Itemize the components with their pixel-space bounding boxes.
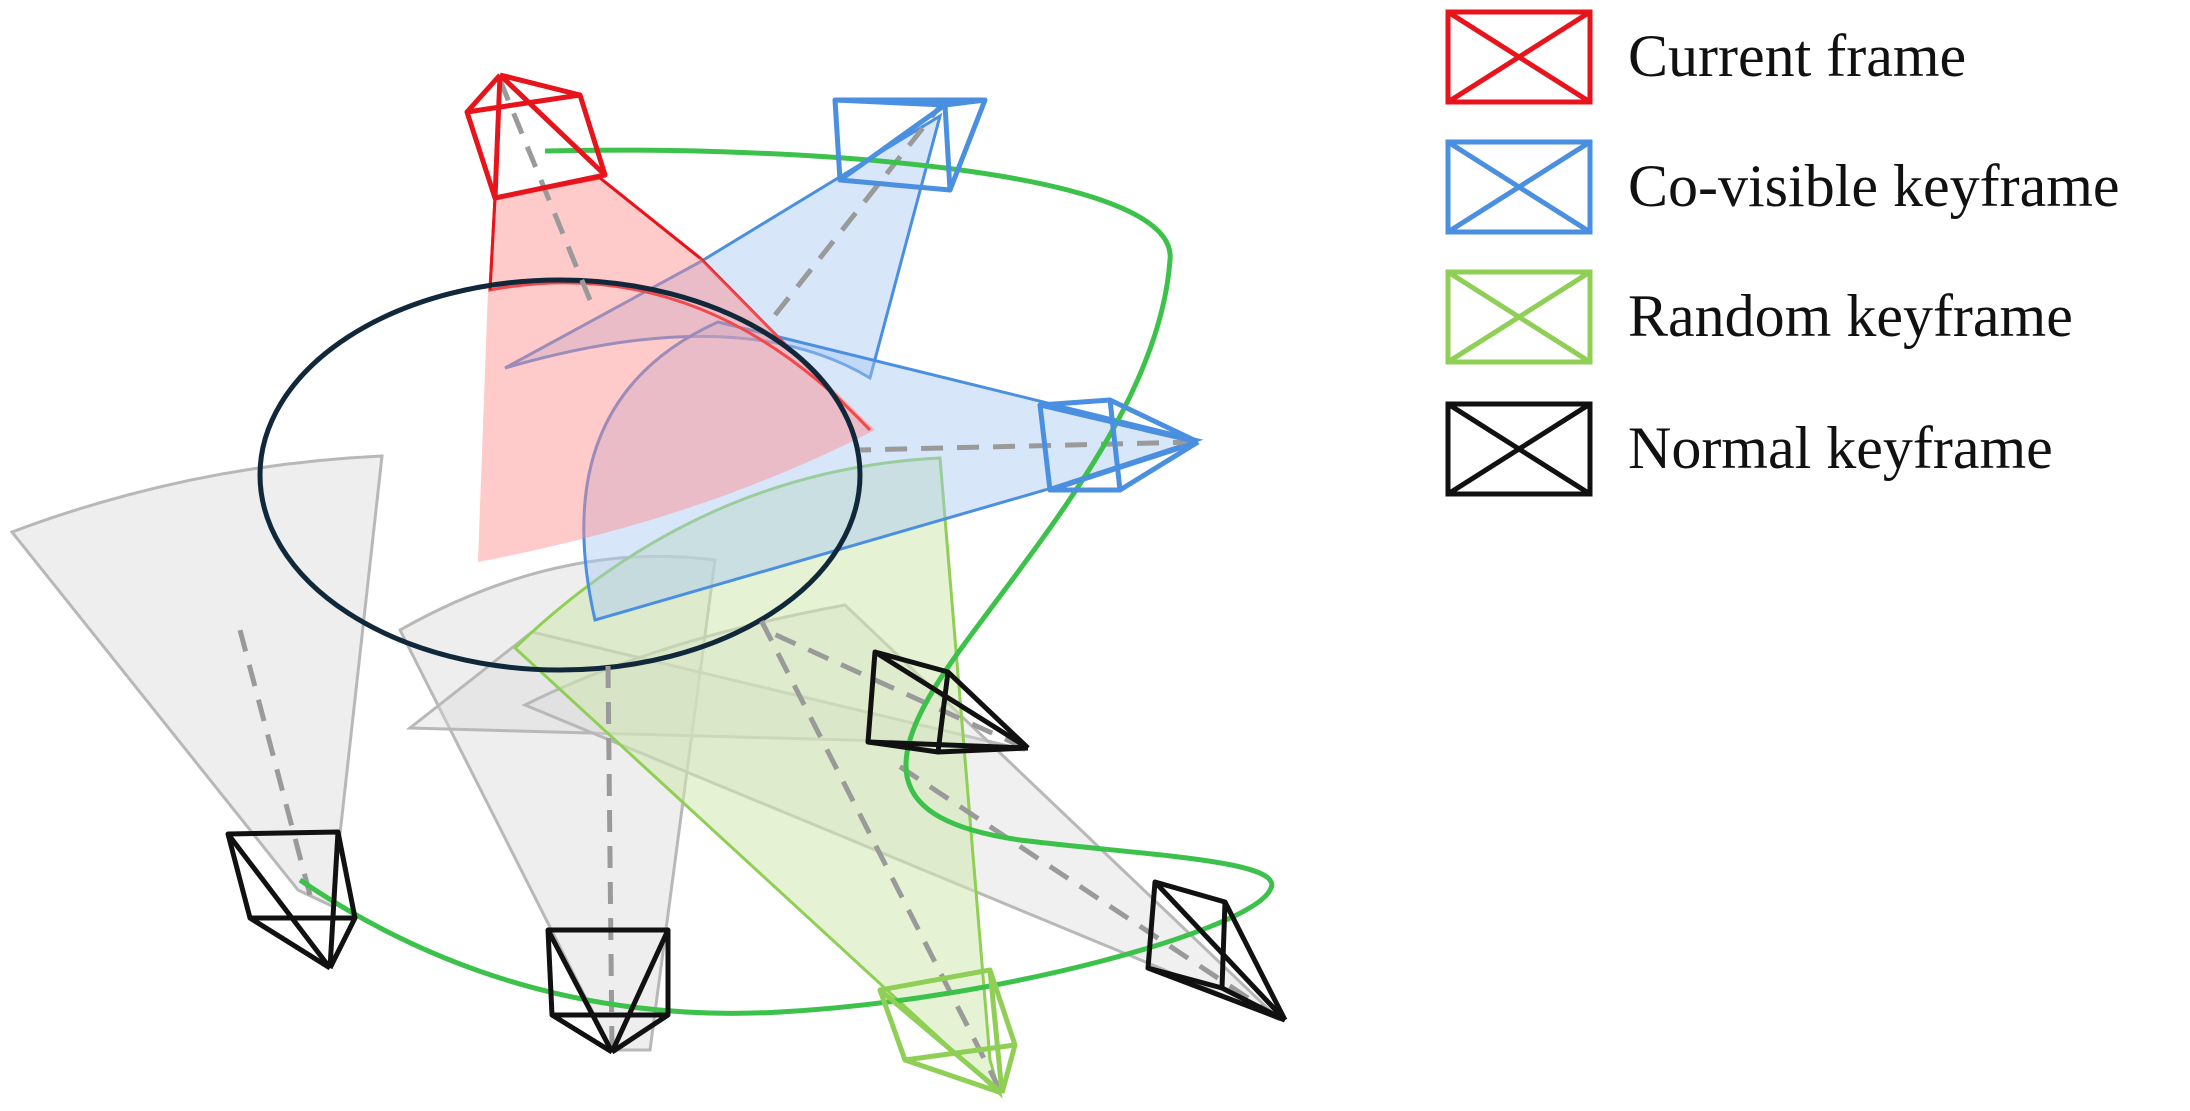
view-ray-covisible-right: [859, 439, 1196, 453]
frustum-covisible-right: [582, 320, 1204, 622]
view-rays: [237, 79, 1280, 1092]
legend-label-normal-keyframe: Normal keyframe: [1628, 415, 2053, 481]
legend-item-covisible-keyframe: Co-visible keyframe: [1445, 139, 2120, 235]
view-ray-normal-1: [237, 629, 313, 896]
frustum-covisible-upper: [504, 112, 943, 381]
legend-label-current-frame: Current frame: [1628, 23, 1966, 89]
frustum-random: [512, 456, 1003, 1099]
legend-swatch-black-icon: [1445, 401, 1593, 497]
camera-normal-2: [545, 927, 671, 1055]
legend-item-normal-keyframe: Normal keyframe: [1445, 401, 2053, 497]
frustum-current: [488, 176, 872, 432]
camera-trajectory: [298, 147, 1275, 1016]
legend-swatch-blue-icon: [1445, 139, 1593, 235]
legend-item-current-frame: Current frame: [1445, 9, 1966, 105]
camera-covisible-right: [1037, 397, 1200, 493]
legend-label-covisible-keyframe: Co-visible keyframe: [1628, 153, 2120, 219]
scene-ellipse: [257, 277, 863, 673]
frustum-current-fill: [478, 178, 875, 562]
view-ray-normal-2: [605, 664, 615, 1049]
camera-covisible-upper: [832, 97, 988, 193]
camera-random: [877, 967, 1018, 1096]
legend-item-random-keyframe: Random keyframe: [1445, 269, 2073, 365]
view-ray-random: [757, 616, 1003, 1092]
camera-current: [464, 72, 608, 201]
frustum-current-ribs: [488, 176, 701, 291]
camera-normal-1: [225, 829, 358, 971]
view-ray-normal-3: [763, 627, 1027, 751]
view-ray-covisible-upper: [773, 98, 947, 317]
legend: Current frame Co-visible keyframe Random…: [1445, 9, 2120, 497]
legend-label-random-keyframe: Random keyframe: [1628, 283, 2073, 349]
legend-swatch-red-icon: [1445, 9, 1593, 105]
legend-swatch-green-icon: [1445, 269, 1593, 365]
camera-normal-3: [865, 649, 1030, 755]
view-ray-normal-4: [888, 757, 1280, 1021]
camera-normal-4: [1145, 879, 1288, 1023]
frustum-normal-1: [9, 454, 384, 909]
